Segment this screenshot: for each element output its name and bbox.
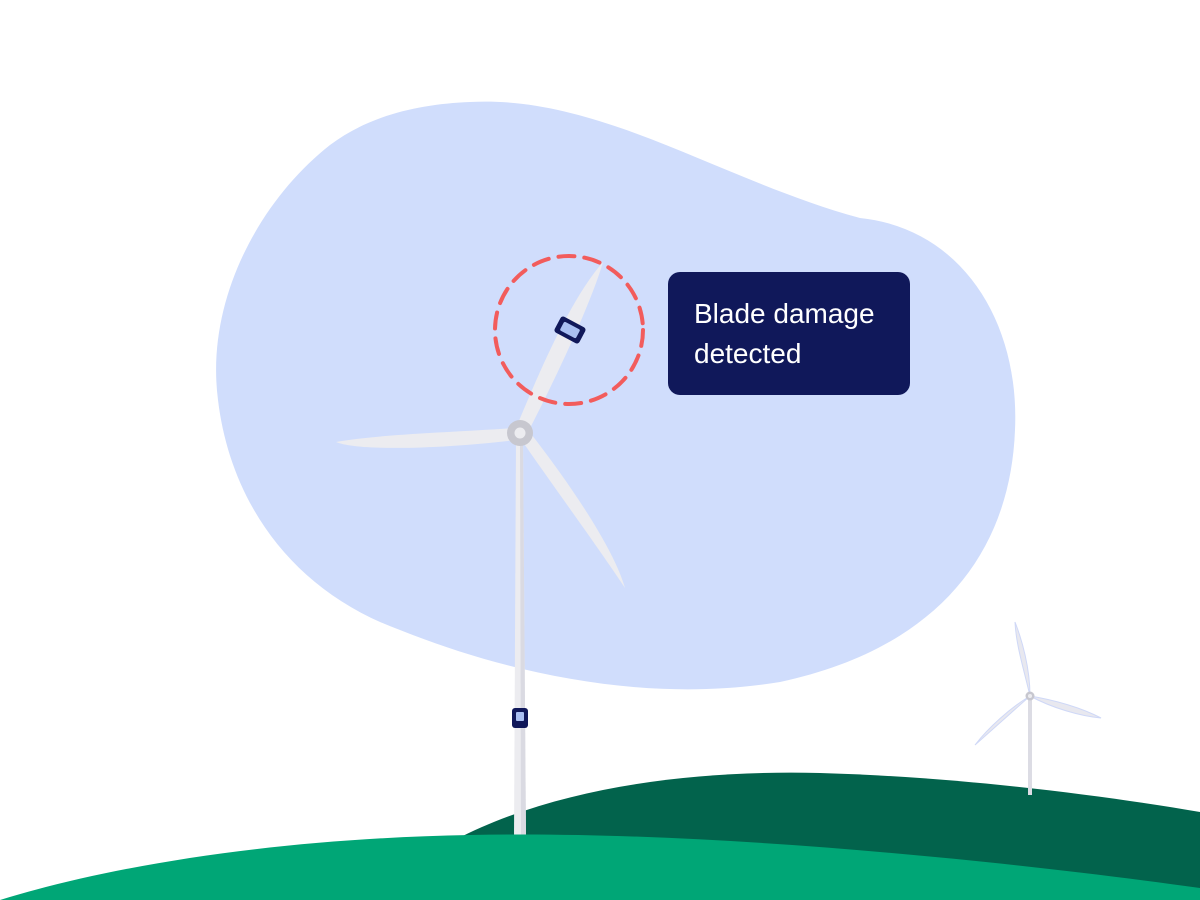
tower-sensor-icon [512,708,528,728]
wind-turbine-icon [336,262,625,838]
turbine-hub-center [514,427,526,439]
small-turbine-blade-up [1014,621,1031,697]
small-turbine-hub-center [1028,694,1032,698]
damage-highlight-circle [493,254,645,406]
turbine-tower-shade [520,440,526,838]
turbine-blade-lower [520,430,625,588]
turbine-blade-upper [516,262,603,436]
small-turbine-tower [1028,696,1032,795]
damage-callout: Blade damage detected [668,272,910,395]
turbine-blade-left [336,428,516,448]
callout-line-1: Blade damage [694,298,875,329]
tower-sensor-screen [516,712,524,721]
small-turbine-blade-left [974,695,1031,746]
background-blob [216,101,1016,690]
small-turbine-blade-right [1029,695,1102,719]
drone-sensor-screen [560,321,580,339]
callout-line-2: detected [694,338,802,369]
hill-front [0,834,1200,900]
small-wind-turbine-icon [974,621,1102,795]
drone-sensor-icon [554,316,586,344]
